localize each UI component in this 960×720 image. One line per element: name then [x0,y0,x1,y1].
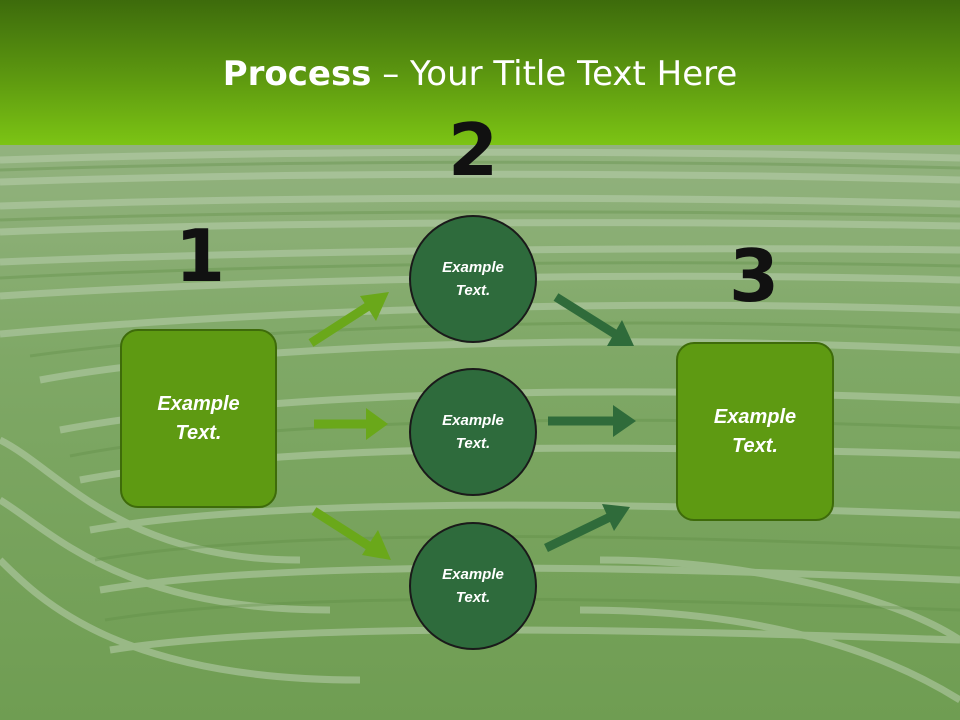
slide-title: Process – Your Title Text Here [0,52,960,96]
right-box-line1: Example [713,405,797,428]
top-circle-line2: Text. [455,282,491,299]
step-number-1: 1 [174,214,226,298]
arrow-bottom-to-right [544,504,630,553]
middle-step-circle: Example Text. [409,368,537,496]
bottom-circle-line2: Text. [455,589,491,606]
middle-circle-line2: Text. [455,435,491,452]
header-bar [0,0,960,145]
arrow-middle-to-right [548,405,636,437]
left-step-box: Example Text. [120,329,277,508]
title-bold: Process [222,54,372,94]
left-box-line2: Text. [175,421,222,444]
step-number-3: 3 [728,234,780,318]
step-number-2: 2 [447,108,499,192]
arrow-top-to-right [553,293,634,346]
top-step-circle: Example Text. [409,215,537,343]
arrow-left-to-middle [314,408,388,440]
middle-circle-line1: Example [442,412,504,429]
arrow-left-to-top [308,292,389,347]
right-box-line2: Text. [732,434,778,457]
right-step-box: Example Text. [676,342,834,521]
bottom-step-circle: Example Text. [409,522,537,650]
left-box-line1: Example [157,392,240,415]
bottom-circle-line1: Example [442,566,504,583]
title-rest: – Your Title Text Here [371,54,738,94]
arrow-left-to-bottom [311,507,391,560]
top-circle-line1: Example [442,259,504,276]
